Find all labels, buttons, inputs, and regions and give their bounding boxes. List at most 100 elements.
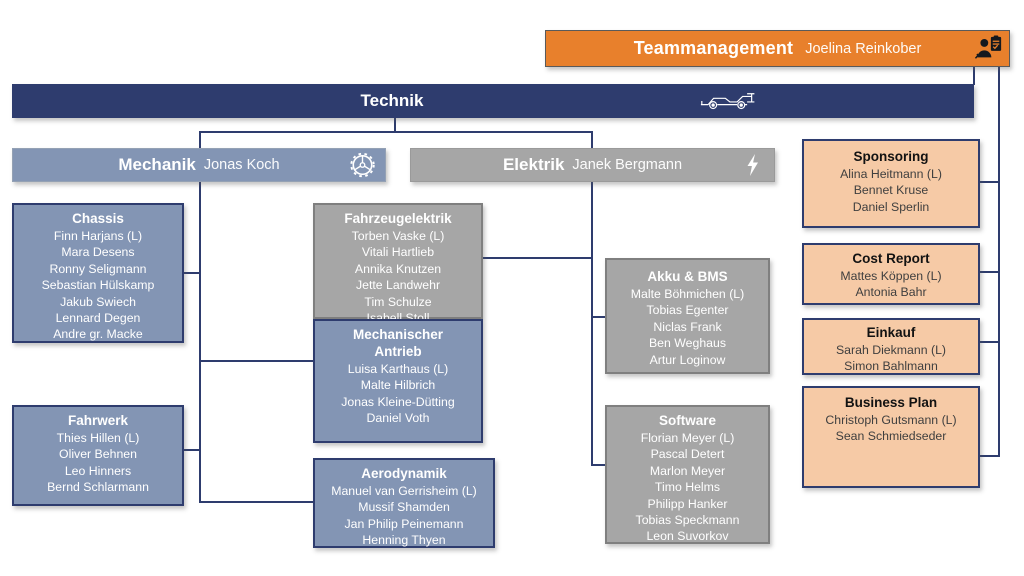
connector-elektrik-drop <box>591 131 593 148</box>
software-title: Software <box>658 413 716 428</box>
member-name: Bennet Kruse <box>853 183 929 198</box>
member-name: Ben Weghaus <box>648 336 727 351</box>
member-name: Mara Desens <box>61 245 135 260</box>
einkauf-title: Einkauf <box>866 325 916 340</box>
software-box: Software Florian Meyer (L) Pascal Detert… <box>605 405 770 544</box>
connector-tm-to-technik <box>973 67 975 85</box>
member-name: Marlon Meyer <box>649 463 726 478</box>
mechanischer-antrieb-title: Mechanischer Antrieb <box>352 327 444 359</box>
business-plan-title: Business Plan <box>844 395 938 410</box>
business-plan-box: Business Plan Christoph Gutsmann (L) Sea… <box>802 386 980 488</box>
technik-title: Technik <box>360 91 424 110</box>
race-car-icon <box>700 90 758 117</box>
lightning-icon <box>745 153 760 177</box>
member-name: Manuel van Gerrisheim (L) <box>331 484 477 498</box>
mechanik-title: Mechanik <box>118 155 196 174</box>
member-name: Andre gr. Macke <box>53 327 143 342</box>
akku-bms-box: Akku & BMS Malte Böhmichen (L) Tobias Eg… <box>605 258 770 374</box>
aerodynamik-box: Aerodynamik Manuel van Gerrisheim (L) Mu… <box>313 458 495 548</box>
connector-fahrzeugelektrik <box>483 257 593 259</box>
person-clipboard-icon <box>974 35 1004 68</box>
member-name: Tobias Speckmann <box>635 513 740 528</box>
member-name: Sean Schmiedseder <box>835 429 947 444</box>
member-name: Annika Knutzen <box>354 261 442 276</box>
member-name: Luisa Karthaus (L) <box>347 362 449 376</box>
member-name: Leo Hinners <box>64 463 132 478</box>
member-name: Daniel Voth <box>366 411 430 426</box>
member-name: Ronny Seligmann <box>49 261 147 276</box>
connector-aerodynamik <box>199 501 313 503</box>
member-name: Torben Vaske (L) <box>351 229 445 243</box>
member-name: Florian Meyer (L) <box>640 431 735 445</box>
member-name: Timo Helms <box>654 480 721 495</box>
member-name: Antonia Bahr <box>855 285 927 300</box>
member-name: Malte Hilbrich <box>360 378 436 393</box>
teammanagement-banner: Teammanagement Joelina Reinkober <box>545 30 1010 67</box>
connector-split-horizontal <box>199 131 593 133</box>
teammanagement-title: Teammanagement <box>633 38 794 58</box>
cost-report-title: Cost Report <box>852 251 930 266</box>
fahrwerk-title: Fahrwerk <box>67 413 129 428</box>
member-name: Mattes Köppen (L) <box>840 269 942 283</box>
member-name: Niclas Frank <box>653 319 722 334</box>
member-name: Jonas Kleine-Dütting <box>341 394 455 409</box>
member-name: Christoph Gutsmann (L) <box>825 413 957 427</box>
connector-fahrwerk <box>184 449 201 451</box>
sponsoring-box: Sponsoring Alina Heitmann (L) Bennet Kru… <box>802 139 980 228</box>
member-name: Simon Bahlmann <box>844 359 938 374</box>
member-name: Jan Philip Peinemann <box>344 516 464 531</box>
member-name: Sarah Diekmann (L) <box>835 343 947 357</box>
cost-report-box: Cost Report Mattes Köppen (L) Antonia Ba… <box>802 243 980 305</box>
member-name: Finn Harjans (L) <box>53 229 143 243</box>
member-name: Philipp Hanker <box>647 496 728 511</box>
fahrzeugelektrik-title: Fahrzeugelektrik <box>344 211 452 226</box>
gear-icon <box>349 152 376 179</box>
elektrik-header: Elektrik Janek Bergmann <box>410 148 775 182</box>
member-name: Alina Heitmann (L) <box>840 167 942 181</box>
chassis-title: Chassis <box>72 211 124 226</box>
akku-bms-title: Akku & BMS <box>647 269 728 284</box>
mechanischer-antrieb-box: Mechanischer Antrieb Luisa Karthaus (L) … <box>313 319 483 443</box>
member-name: Bernd Schlarmann <box>47 480 149 495</box>
connector-einkauf <box>980 341 999 343</box>
member-name: Pascal Detert <box>650 447 725 462</box>
connector-mechanik-drop <box>199 131 201 148</box>
member-name: Jette Landwehr <box>355 278 441 293</box>
connector-elektrik-spine <box>591 182 593 466</box>
member-name: Mussif Shamden <box>358 500 450 515</box>
einkauf-box: Einkauf Sarah Diekmann (L) Simon Bahlman… <box>802 318 980 375</box>
member-name: Oliver Behnen <box>59 447 137 462</box>
mechanik-header: Mechanik Jonas Koch <box>12 148 386 182</box>
member-name: Henning Thyen <box>362 533 446 548</box>
chassis-box: Chassis Finn Harjans (L) Mara Desens Ron… <box>12 203 184 343</box>
connector-cost-report <box>980 271 999 273</box>
connector-chassis <box>184 272 201 274</box>
member-name: Tim Schulze <box>364 294 432 309</box>
aerodynamik-title: Aerodynamik <box>361 466 447 481</box>
elektrik-lead: Janek Bergmann <box>572 157 683 173</box>
sponsoring-title: Sponsoring <box>853 149 929 164</box>
member-name: Jakub Swiech <box>60 294 136 309</box>
connector-akku-bms <box>591 316 607 318</box>
connector-right-spine <box>998 66 1000 457</box>
member-name: Lennard Degen <box>55 311 141 326</box>
connector-software <box>591 464 607 466</box>
teammanagement-lead: Joelina Reinkober <box>805 40 922 57</box>
connector-business-plan <box>980 455 1000 457</box>
fahrzeugelektrik-box: Fahrzeugelektrik Torben Vaske (L) Vitali… <box>313 203 483 325</box>
elektrik-title: Elektrik <box>502 155 565 174</box>
member-name: Daniel Sperlin <box>852 199 930 214</box>
member-name: Vitali Hartlieb <box>361 245 435 260</box>
mechanik-lead: Jonas Koch <box>203 157 280 173</box>
fahrwerk-box: Fahrwerk Thies Hillen (L) Oliver Behnen … <box>12 405 184 506</box>
connector-technik-drop <box>394 118 396 132</box>
member-name: Artur Loginow <box>649 352 726 367</box>
technik-bar: Technik <box>12 84 974 118</box>
connector-mech-antrieb <box>199 360 313 362</box>
member-name: Malte Böhmichen (L) <box>630 287 745 301</box>
member-name: Sebastian Hülskamp <box>41 278 155 293</box>
connector-sponsoring <box>980 181 999 183</box>
member-name: Thies Hillen (L) <box>56 431 140 445</box>
member-name: Leon Suvorkov <box>646 529 729 544</box>
